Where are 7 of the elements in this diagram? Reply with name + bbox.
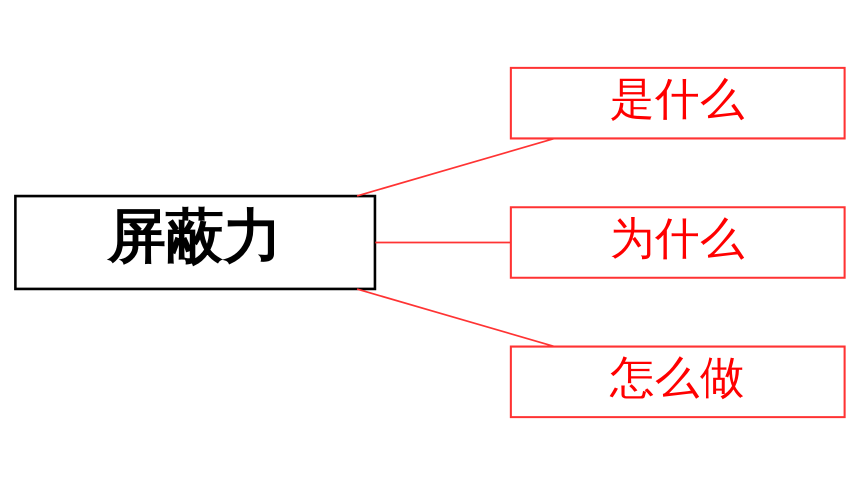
node-box: 屏蔽力: [14, 194, 376, 290]
connector: [375, 241, 510, 243]
node-box: 怎么做: [510, 345, 846, 418]
node-box: 是什么: [510, 66, 846, 139]
connector: [356, 288, 555, 347]
node-box: 为什么: [510, 206, 846, 278]
connector: [356, 137, 555, 196]
